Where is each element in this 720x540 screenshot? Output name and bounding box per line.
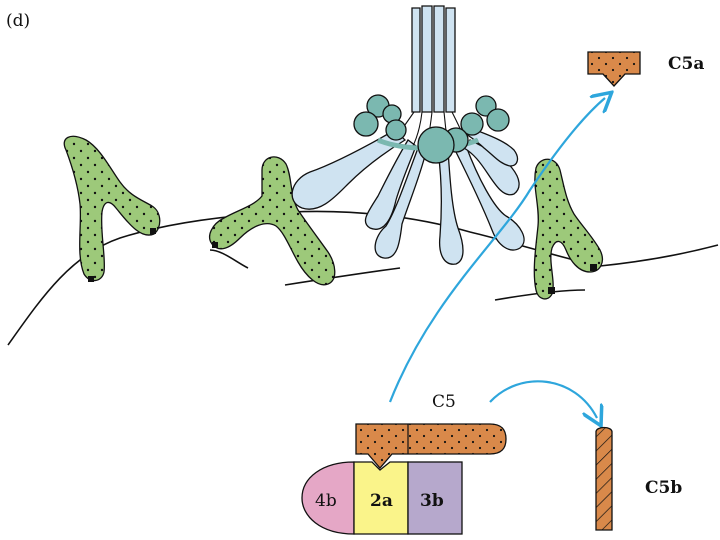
c1q-complex xyxy=(291,5,525,265)
panel-label: (d) xyxy=(6,11,30,31)
c5-convertase xyxy=(301,461,463,535)
c4b-label: 4b xyxy=(315,491,337,511)
c5b-label: C5b xyxy=(645,478,682,498)
c2a-label: 2a xyxy=(370,491,393,511)
c5a-label: C5a xyxy=(668,54,704,74)
c5-label: C5 xyxy=(432,392,456,412)
antibody-right xyxy=(533,158,604,300)
c5b-fragment xyxy=(595,426,613,531)
c5a-fragment xyxy=(587,51,641,87)
cell-membrane xyxy=(7,210,719,346)
antibody-left xyxy=(63,135,161,282)
c5-molecule xyxy=(355,423,507,469)
c3b-label: 3b xyxy=(420,491,444,511)
cleavage-arrow-c5b xyxy=(489,380,597,418)
cleavage-arrow-c5a xyxy=(388,98,605,403)
